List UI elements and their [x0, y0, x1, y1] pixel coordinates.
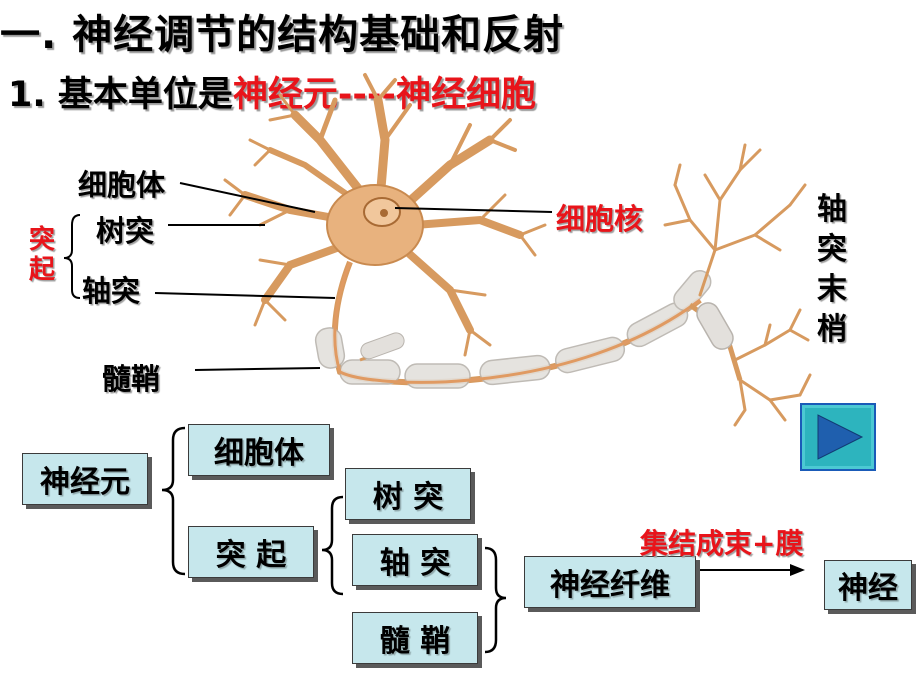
- label-axon: 轴突: [82, 274, 141, 308]
- box-neuron: 神经元: [22, 453, 148, 505]
- box-axon: 轴 突: [352, 534, 478, 586]
- play-triangle-icon: [817, 414, 864, 460]
- arrow-label: 集结成束+膜: [640, 527, 804, 560]
- label-cell-body: 细胞体: [78, 168, 166, 202]
- tree-brace-1: [161, 426, 186, 576]
- box-nerve: 神经: [824, 560, 912, 610]
- label-axon-terminal-vertical: 轴突末梢: [817, 192, 847, 347]
- box-dendrite: 树 突: [345, 468, 471, 520]
- box-nerve-fiber: 神经纤维: [524, 556, 696, 608]
- label-dendrite: 树突: [96, 214, 155, 248]
- arrow-head: [790, 564, 805, 576]
- page-title: 一. 神经调节的结构基础和反射: [0, 12, 565, 58]
- label-nucleus: 细胞核: [556, 202, 644, 236]
- label-processes-vertical: 突起: [28, 225, 55, 285]
- subtitle: 1. 基本单位是神经元----神经细胞: [8, 66, 536, 117]
- tree-brace-2: [321, 495, 344, 596]
- box-myelin: 髓 鞘: [352, 612, 478, 664]
- box-processes: 突 起: [188, 526, 314, 578]
- play-button[interactable]: [800, 403, 876, 471]
- tree-brace-3: [484, 546, 507, 654]
- subtitle-prefix: 1. 基本单位是: [8, 75, 233, 115]
- label-brace: [63, 214, 81, 299]
- label-myelin: 髓鞘: [102, 362, 161, 396]
- box-cell-body: 细胞体: [188, 424, 330, 476]
